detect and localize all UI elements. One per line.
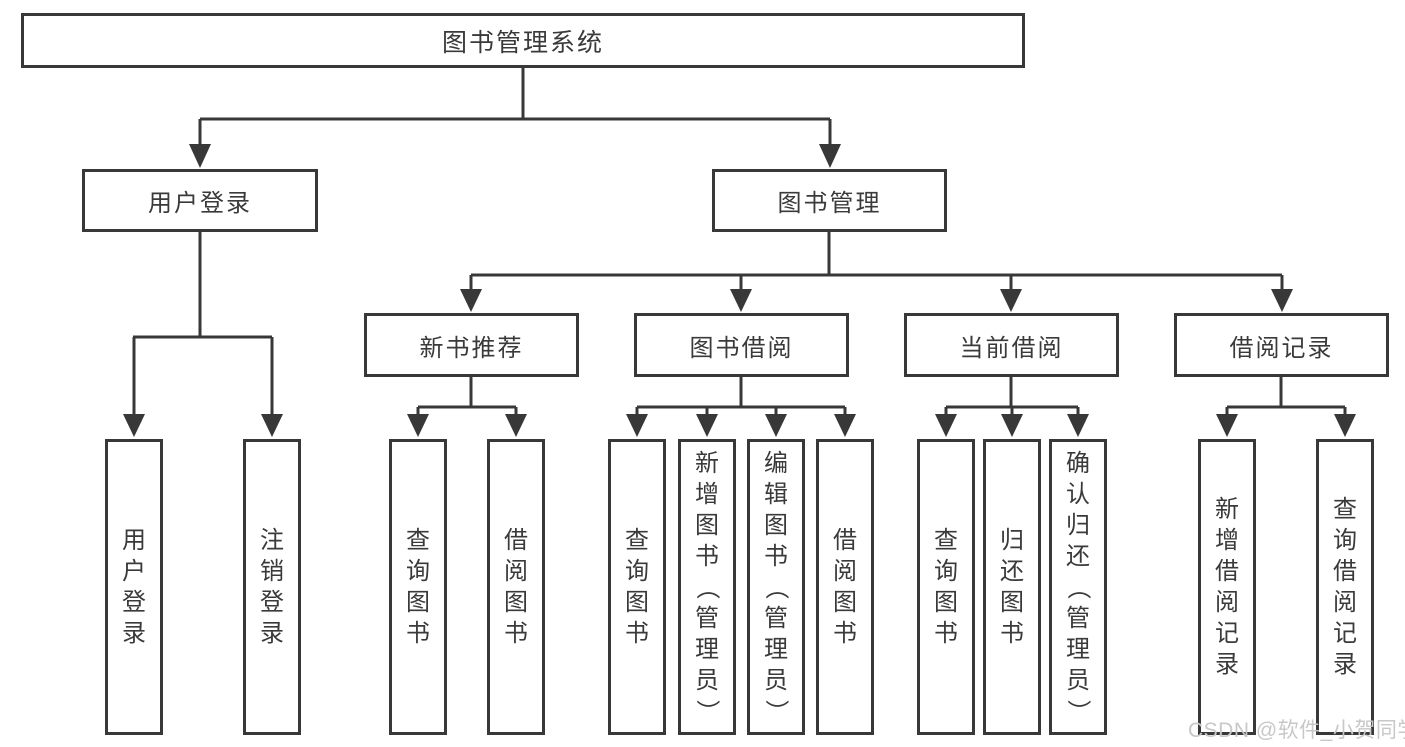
node-label: 用户登录 <box>122 527 146 647</box>
arrowhead-icon <box>123 414 145 437</box>
node-label: 归还图书 <box>1000 527 1024 647</box>
node-label: 查询图书 <box>406 527 430 647</box>
arrowhead-icon <box>189 144 211 168</box>
arrowhead-icon <box>1216 414 1238 437</box>
node-label: 借阅记录 <box>1229 334 1334 362</box>
arrowhead-icon <box>730 289 752 312</box>
leaf-return-book: 归还图书 <box>983 439 1041 735</box>
leaf-user-login: 用户登录 <box>105 439 163 735</box>
arrowhead-icon <box>1271 289 1293 312</box>
node-label: 新增图书（管理员） <box>693 449 721 724</box>
node-label: 用户登录 <box>148 190 252 217</box>
leaf-query-books-current: 查询图书 <box>917 439 975 735</box>
arrowhead-icon <box>626 414 648 437</box>
node-label: 注销登录 <box>260 527 284 647</box>
arrowhead-icon <box>407 414 429 437</box>
leaf-borrow-books-borrowing: 借阅图书 <box>816 439 874 735</box>
leaf-add-borrow-record: 新增借阅记录 <box>1198 439 1256 735</box>
leaf-edit-book-admin: 编辑图书（管理员） <box>747 439 805 735</box>
node-library-management-system: 图书管理系统 <box>21 13 1025 68</box>
node-label: 借阅图书 <box>504 527 528 647</box>
watermark: CSDN @软件_小贺同学 <box>1188 719 1405 742</box>
node-label: 查询图书 <box>625 527 649 647</box>
leaf-logout: 注销登录 <box>243 439 301 735</box>
node-label: 确认归还（管理员） <box>1064 449 1092 724</box>
node-current-borrowing: 当前借阅 <box>904 313 1119 377</box>
node-label: 编辑图书（管理员） <box>762 449 790 724</box>
leaf-query-books-recommend: 查询图书 <box>389 439 447 735</box>
arrowhead-icon <box>261 414 283 437</box>
leaf-confirm-return-admin: 确认归还（管理员） <box>1049 439 1107 735</box>
leaf-query-borrow-record: 查询借阅记录 <box>1316 439 1374 735</box>
arrowhead-icon <box>1334 414 1356 437</box>
arrowhead-icon <box>460 289 482 312</box>
leaf-borrow-books-recommend: 借阅图书 <box>487 439 545 735</box>
node-label: 图书管理 <box>777 190 882 217</box>
arrowhead-icon <box>935 414 957 437</box>
node-label: 查询借阅记录 <box>1333 496 1357 678</box>
node-book-management: 图书管理 <box>712 169 947 232</box>
node-borrowing-records: 借阅记录 <box>1174 313 1389 377</box>
node-label: 借阅图书 <box>833 527 857 647</box>
tree-branch-lines <box>132 66 1347 416</box>
arrowhead-icon <box>834 414 856 437</box>
node-label: 当前借阅 <box>959 334 1064 362</box>
node-label: 新增借阅记录 <box>1215 496 1239 678</box>
leaf-query-books-borrowing: 查询图书 <box>608 439 666 735</box>
arrowhead-icon <box>1001 414 1023 437</box>
arrowhead-icon <box>1067 414 1089 437</box>
arrowhead-icon <box>819 144 841 168</box>
node-label: 新书推荐 <box>419 334 524 362</box>
node-label: 图书借阅 <box>689 334 794 362</box>
node-label: 查询图书 <box>934 527 958 647</box>
node-label: 图书管理系统 <box>441 28 604 57</box>
node-user-login: 用户登录 <box>82 169 318 232</box>
arrowhead-icon <box>505 414 527 437</box>
leaf-add-book-admin: 新增图书（管理员） <box>678 439 736 735</box>
arrowhead-icon <box>696 414 718 437</box>
node-book-borrowing: 图书借阅 <box>634 313 849 377</box>
arrowhead-icon <box>1000 289 1022 312</box>
node-new-book-recommendation: 新书推荐 <box>364 313 579 377</box>
arrowhead-icon <box>765 414 787 437</box>
